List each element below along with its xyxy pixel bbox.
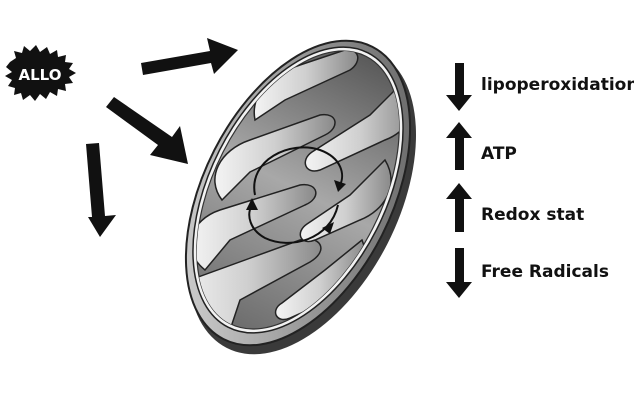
effect-label-atp: ATP [481, 144, 517, 164]
effect-label-redox: Redox stat [481, 205, 584, 225]
arrow-atp-up [446, 122, 472, 170]
arrow-free-radicals-down [446, 248, 472, 298]
allo-badge: ALLO [5, 45, 76, 101]
effect-label-lipoperoxidation: lipoperoxidation [481, 75, 634, 95]
allo-label: ALLO [19, 66, 62, 84]
arrow-to-inner-membrane [106, 97, 188, 164]
arrow-redox-up [446, 183, 472, 232]
effect-arrows [446, 63, 472, 298]
arrow-to-outer-membrane [141, 38, 238, 75]
effect-label-free-radicals: Free Radicals [481, 262, 609, 282]
arrow-lipoperoxidation-down [446, 63, 472, 111]
arrow-downward [86, 143, 116, 237]
